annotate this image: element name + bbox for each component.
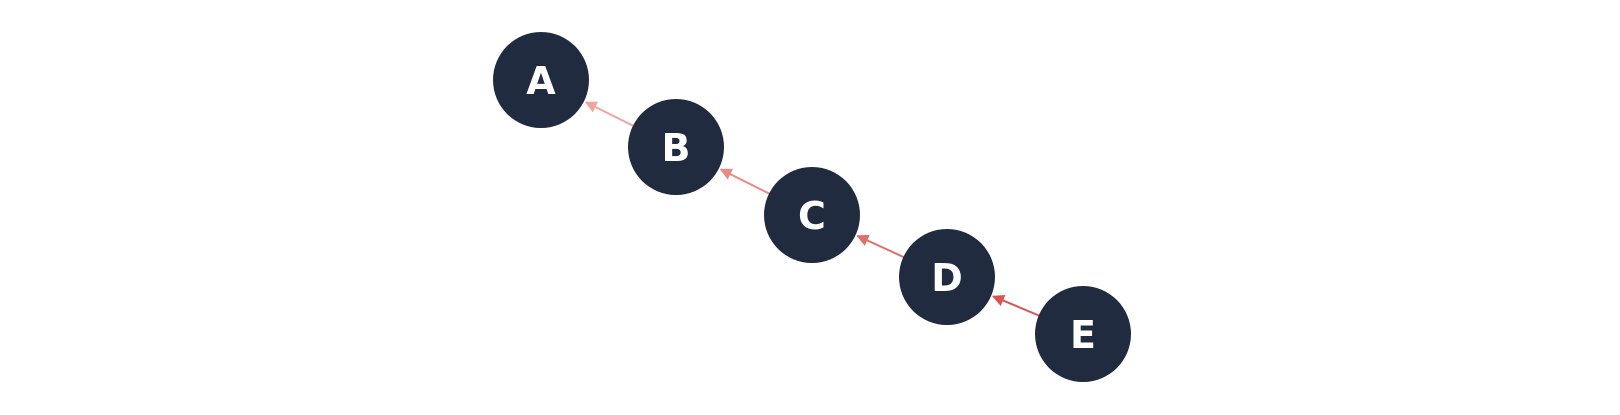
node-a: A	[493, 32, 589, 128]
node-d: D	[899, 229, 995, 325]
node-c: C	[764, 167, 860, 263]
edge-c-to-b	[719, 168, 774, 197]
node-d-circle	[899, 229, 995, 325]
node-b-label: B	[662, 126, 691, 170]
node-a-circle	[493, 32, 589, 128]
node-b: B	[628, 99, 724, 195]
node-c-label: C	[798, 194, 826, 238]
nodes-layer: A B C D E	[493, 32, 1131, 382]
edge-b-to-a	[584, 101, 638, 129]
node-e-label: E	[1070, 313, 1096, 357]
edge-d-to-c	[856, 234, 908, 260]
node-d-label: D	[931, 256, 963, 300]
node-e: E	[1035, 286, 1131, 382]
node-c-circle	[764, 167, 860, 263]
node-b-circle	[628, 99, 724, 195]
edges-layer	[584, 101, 1043, 318]
node-e-circle	[1035, 286, 1131, 382]
node-a-label: A	[526, 59, 556, 103]
edge-e-to-d	[992, 294, 1043, 318]
